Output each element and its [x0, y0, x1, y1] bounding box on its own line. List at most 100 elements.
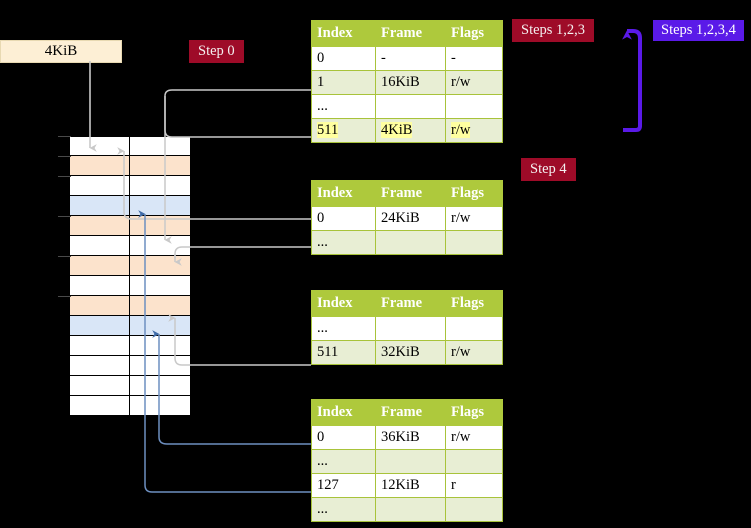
cell-frame — [375, 230, 446, 255]
table-row[interactable]: 0-- — [311, 46, 503, 71]
cell-frame: 4KiB — [375, 118, 446, 143]
cell-frame: 36KiB — [375, 425, 446, 450]
cell-flags — [445, 449, 503, 474]
level2-to-memory-arrow — [168, 314, 311, 366]
memory-cell[interactable] — [70, 136, 190, 156]
level4-entry-link — [164, 89, 311, 138]
column-header-frame: Frame — [375, 399, 446, 426]
memory-cell[interactable] — [70, 216, 190, 236]
memory-tick — [58, 156, 71, 157]
memory-cell[interactable] — [70, 176, 190, 196]
frame-size-label: 4KiB — [44, 43, 78, 59]
table-row[interactable]: ... — [311, 449, 503, 474]
memory-cell[interactable] — [70, 256, 190, 276]
table-row[interactable]: ... — [311, 497, 503, 522]
cell-frame — [375, 449, 446, 474]
memory-cell[interactable] — [70, 376, 190, 396]
cell-flags — [445, 497, 503, 522]
column-header-index: Index — [311, 290, 376, 317]
cell-flags — [445, 94, 503, 119]
column-header-frame: Frame — [375, 290, 446, 317]
memory-tick — [58, 256, 71, 257]
memory-tick — [58, 176, 71, 177]
frame-size-box: 4KiB — [0, 40, 122, 63]
cell-flags — [445, 230, 503, 255]
cell-frame: 24KiB — [375, 206, 446, 231]
step-0-badge: Step 0 — [190, 41, 243, 62]
cell-flags: r/w — [445, 425, 503, 450]
cell-index: 511 — [311, 118, 376, 143]
column-header-flags: Flags — [445, 20, 503, 47]
level3-tail-link — [174, 246, 311, 258]
cell-index: 0 — [311, 46, 376, 71]
cell-flags: r/w — [445, 206, 503, 231]
column-header-frame: Frame — [375, 180, 446, 207]
memory-cell[interactable] — [70, 156, 190, 176]
column-header-index: Index — [311, 180, 376, 207]
step-4-badge: Step 4 — [522, 159, 575, 180]
memory-cell[interactable] — [70, 316, 190, 336]
cell-flags — [445, 316, 503, 341]
memory-cell[interactable] — [70, 236, 190, 256]
column-header-flags: Flags — [445, 399, 503, 426]
cell-frame — [375, 497, 446, 522]
cell-flags: r — [445, 473, 503, 498]
table-row[interactable]: ... — [311, 94, 503, 119]
cell-flags: - — [445, 46, 503, 71]
step-4-label: Step 4 — [530, 161, 567, 177]
memory-tick — [58, 136, 71, 137]
memory-cell[interactable] — [70, 276, 190, 296]
memory-cell[interactable] — [70, 396, 190, 416]
steps-1234-badge: Steps 1,2,3,4 — [653, 20, 744, 41]
cell-index: 0 — [311, 206, 376, 231]
cell-index: ... — [311, 316, 376, 341]
memory-tick — [58, 296, 71, 297]
cell-flags: r/w — [445, 70, 503, 95]
column-header-frame: Frame — [375, 20, 446, 47]
cell-frame: 12KiB — [375, 473, 446, 498]
cell-frame: - — [375, 46, 446, 71]
cell-index: ... — [311, 230, 376, 255]
step-0-label: Step 0 — [198, 43, 235, 59]
cell-index: 511 — [311, 340, 376, 365]
memory-cell[interactable] — [70, 356, 190, 376]
column-header-index: Index — [311, 20, 376, 47]
cell-frame — [375, 316, 446, 341]
steps-1234-label: Steps 1,2,3,4 — [661, 22, 736, 38]
memory-cell[interactable] — [70, 336, 190, 356]
cell-index: 1 — [311, 70, 376, 95]
steps-123-label: Steps 1,2,3 — [521, 22, 586, 38]
cell-flags: r/w — [445, 340, 503, 365]
memory-column-divider — [129, 136, 130, 415]
table-row[interactable]: ... — [311, 230, 503, 255]
column-header-flags: Flags — [445, 180, 503, 207]
column-header-index: Index — [311, 399, 376, 426]
column-header-flags: Flags — [445, 290, 503, 317]
cell-frame: 16KiB — [375, 70, 446, 95]
memory-cell[interactable] — [70, 196, 190, 216]
table-row[interactable]: ... — [311, 316, 503, 341]
cell-index: 0 — [311, 425, 376, 450]
cell-index: 127 — [311, 473, 376, 498]
cell-frame — [375, 94, 446, 119]
cell-flags: r/w — [445, 118, 503, 143]
memory-cell[interactable] — [70, 296, 190, 316]
cell-index: ... — [311, 497, 376, 522]
steps-flow-arrow — [622, 29, 642, 132]
cell-index: ... — [311, 94, 376, 119]
memory-tick — [58, 216, 71, 217]
